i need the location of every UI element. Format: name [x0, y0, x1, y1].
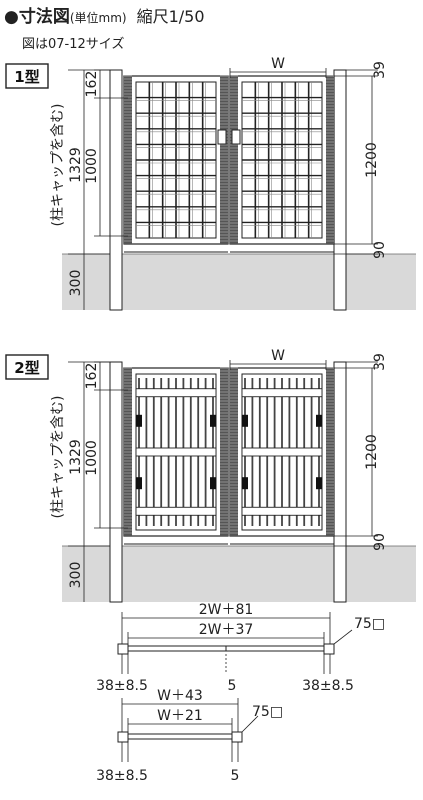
- type1-label: 1型: [14, 68, 39, 86]
- type2-dim-1000: 1000: [84, 440, 100, 476]
- type2-dim-1329: 1329: [68, 439, 84, 475]
- plan-single: W＋43 W＋21 75□ 38±8.5 5: [96, 688, 283, 784]
- type1-gate-panels: [123, 75, 335, 253]
- type1-post-right: [333, 69, 347, 311]
- type1-dim-300: 300: [68, 270, 84, 297]
- plan-single-post: 75□: [252, 704, 283, 720]
- type1-post-left: [109, 69, 123, 311]
- plan-single-center: 5: [231, 768, 240, 784]
- type2-dim-162: 162: [84, 363, 100, 390]
- plan-double-inner: 2W＋37: [199, 622, 254, 638]
- type1-label-box: [5, 63, 49, 89]
- type1-dim-39: 39: [372, 61, 388, 79]
- plan-single-left: 38±8.5: [96, 768, 148, 784]
- title-scale: 縮尺1/50: [136, 7, 205, 26]
- plan-single-outer: W＋43: [157, 688, 203, 704]
- type2-dim-39: 39: [372, 353, 388, 371]
- type1-dim-w: W: [271, 56, 285, 72]
- plan-double-outer: 2W＋81: [199, 602, 254, 618]
- type2-dim-w: W: [271, 348, 285, 364]
- type1-elevation: 1型 162 1000 1329 (柱キャップを含む) 300 W 3: [5, 56, 416, 311]
- title-unit: (単位mm): [69, 11, 127, 25]
- type2-post-right: [333, 361, 347, 603]
- type2-dim-300: 300: [68, 562, 84, 589]
- type2-post-left: [109, 361, 123, 603]
- plan-double-center: 5: [228, 678, 237, 694]
- plan-double-post: 75□: [354, 616, 385, 632]
- title-main: ●寸法図: [4, 7, 70, 27]
- type1-dim-1000: 1000: [84, 148, 100, 184]
- type1-dim-1329: 1329: [68, 147, 84, 183]
- plan-double: 2W＋81 2W＋37 75□ 38±8.5 5 38±8.5: [96, 602, 385, 694]
- type2-dim-90: 90: [372, 533, 388, 551]
- plan-double-left: 38±8.5: [96, 678, 148, 694]
- page-title: ●寸法図(単位mm) 縮尺1/50: [4, 2, 205, 27]
- plan-single-inner: W＋21: [157, 708, 203, 724]
- type2-elevation: 2型 162 1000 1329 (柱キャップを含む) 300 W 39 120…: [5, 348, 416, 603]
- type2-label: 2型: [14, 359, 39, 377]
- subtitle: 図は07-12サイズ: [22, 37, 125, 52]
- type1-dim-162: 162: [84, 71, 100, 98]
- plan-double-right: 38±8.5: [302, 678, 354, 694]
- type1-dim-1200: 1200: [364, 142, 380, 178]
- type1-dim-90: 90: [372, 241, 388, 259]
- type2-label-box: [5, 354, 49, 380]
- type2-dim-1200: 1200: [364, 434, 380, 470]
- type1-dim-1329-note: (柱キャップを含む): [50, 104, 66, 227]
- type2-dim-1329-note: (柱キャップを含む): [50, 396, 66, 519]
- type2-gate-panels: [123, 367, 335, 545]
